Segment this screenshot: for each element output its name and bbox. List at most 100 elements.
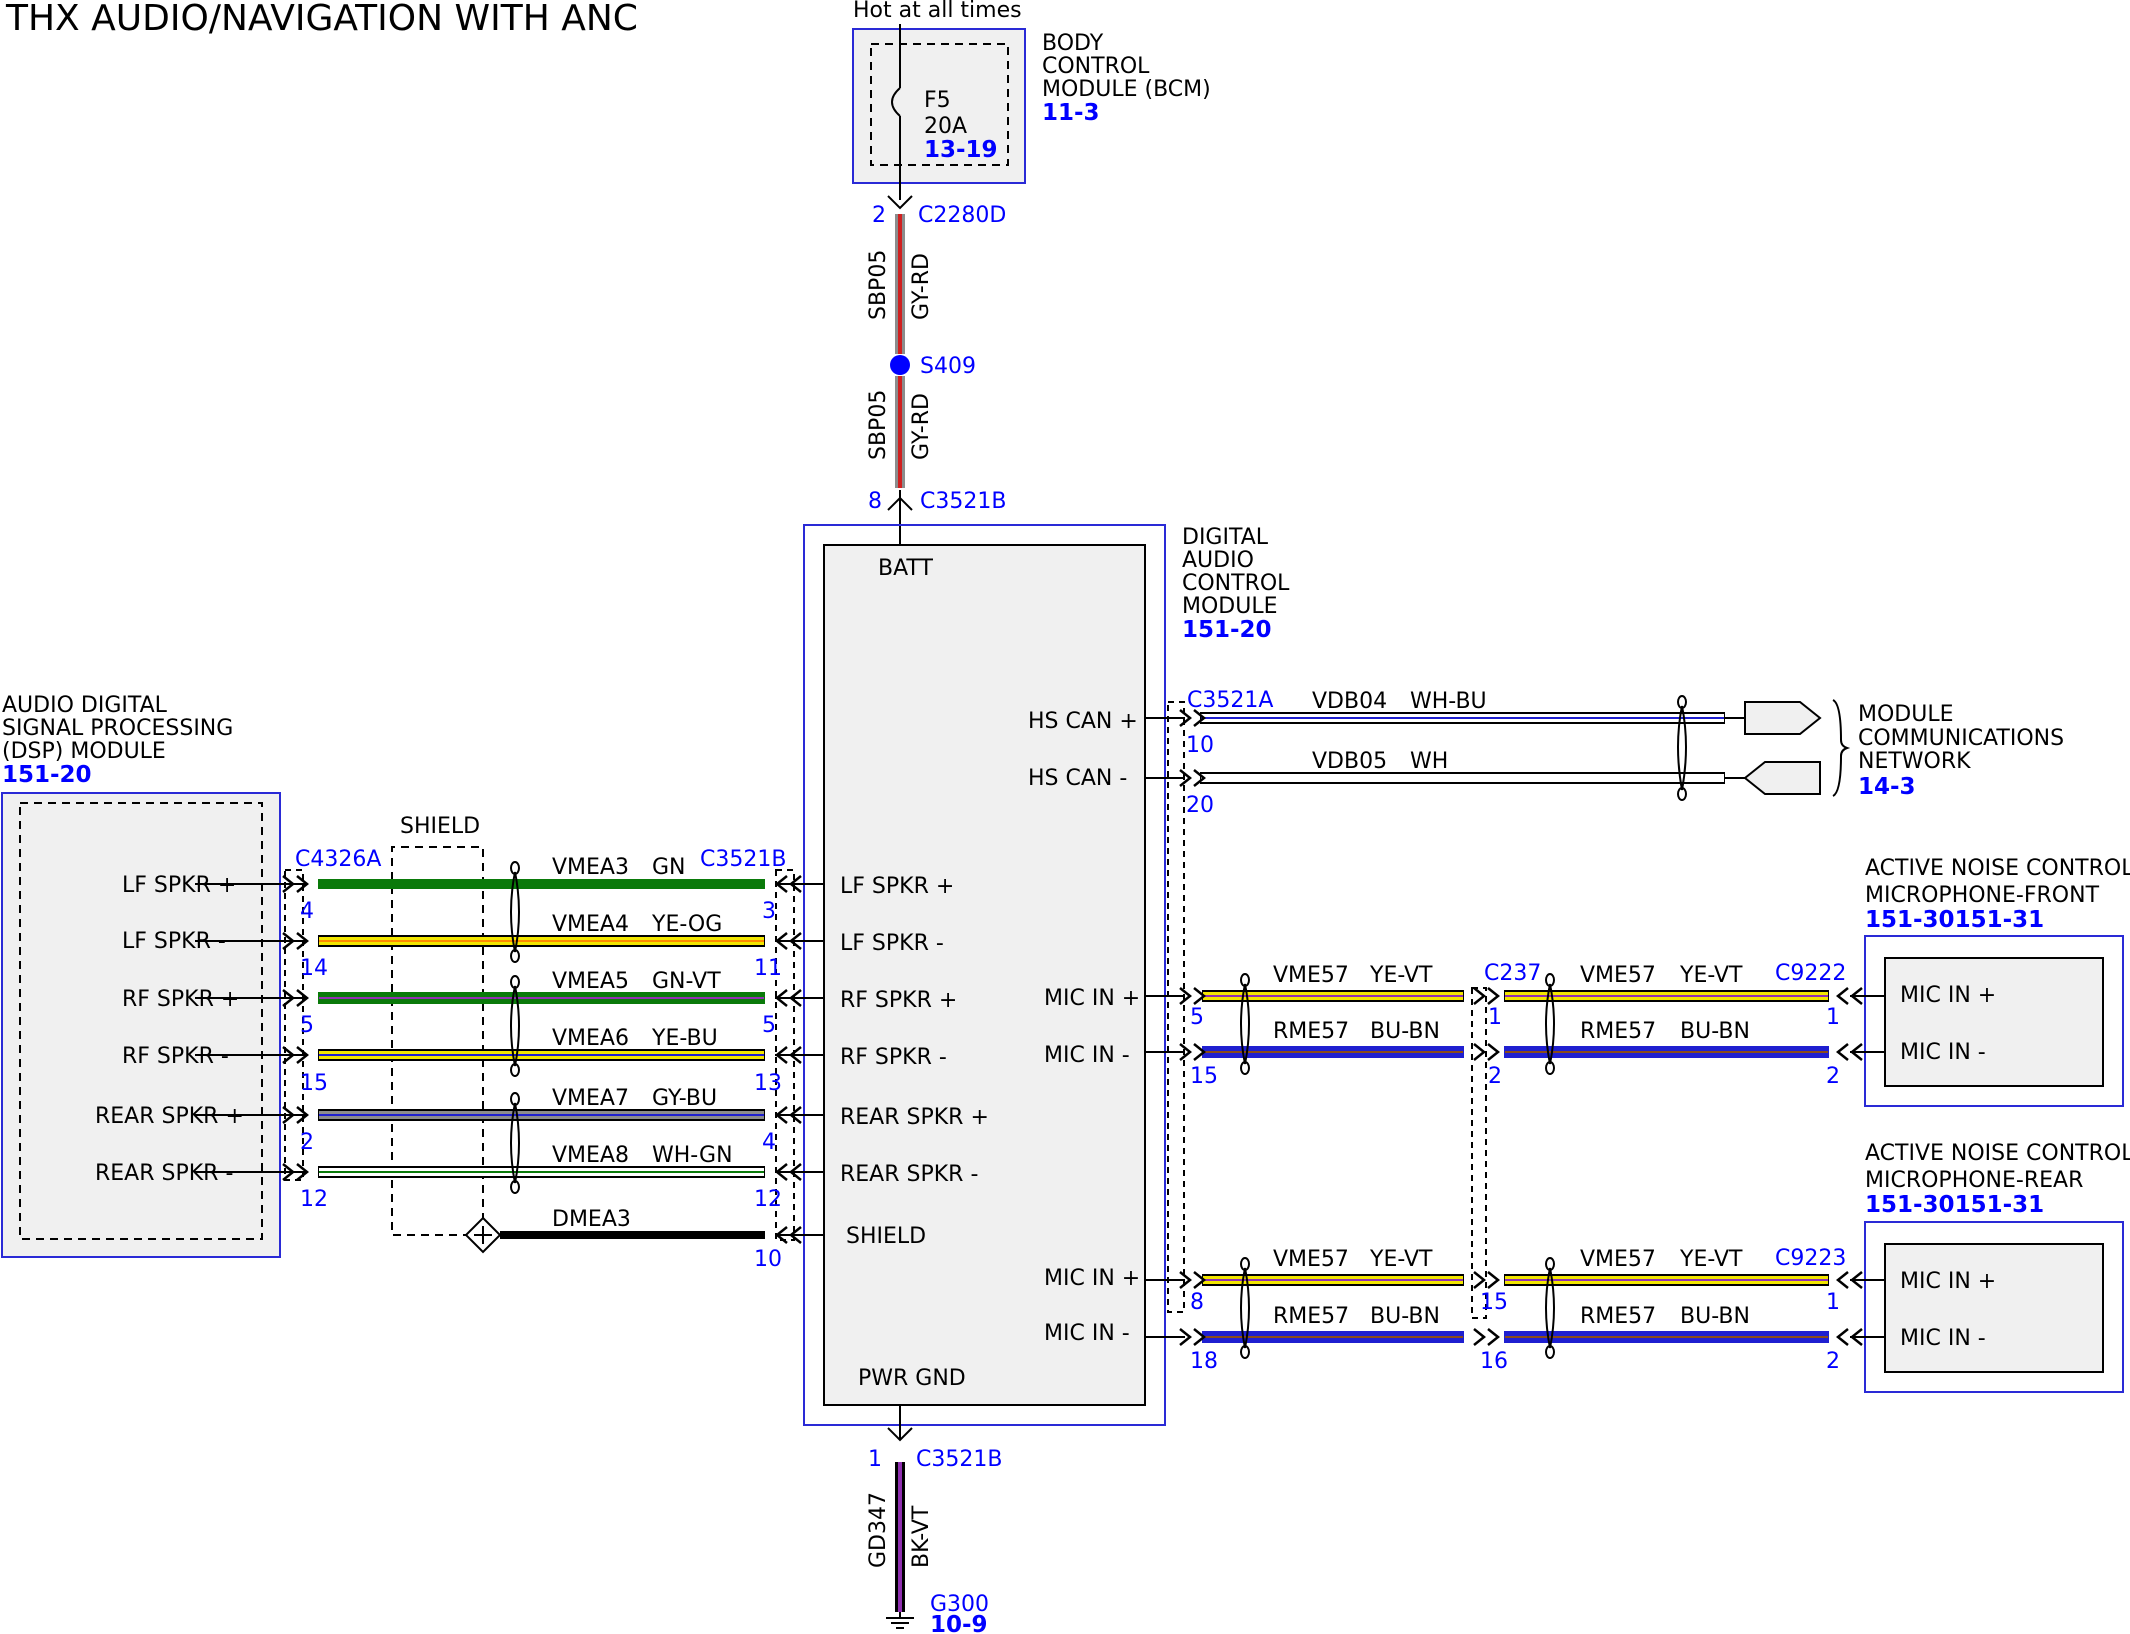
wire-rme57-rear-right[interactable] [1504, 1331, 1885, 1343]
sbp05-upper-color: GY-RD [909, 253, 934, 320]
wire-vmea6[interactable] [225, 1049, 824, 1061]
splice-s409-label: S409 [920, 354, 976, 379]
dmea3-pin-right: 10 [754, 1247, 782, 1272]
bcm-module-box[interactable] [852, 28, 1026, 184]
c9223-pin-minus: 2 [1826, 1349, 1840, 1374]
mic-front-ref[interactable]: 151-30151-31 [1865, 907, 2044, 933]
wire-rme57-front-left[interactable] [1145, 1046, 1464, 1058]
fuse-rating: 20A [924, 114, 967, 139]
wire-vmea5[interactable] [225, 992, 824, 1004]
mic-rear-pin-minus: MIC IN - [1900, 1326, 1986, 1351]
vmea8-pin-right: 12 [754, 1187, 782, 1212]
connector-c3521b-gnd-icon [887, 1427, 913, 1442]
dmea3-circuit: DMEA3 [552, 1207, 631, 1232]
wire-vme57-rear-left[interactable] [1145, 1274, 1464, 1286]
c3521b-batt-name: C3521B [920, 489, 1006, 514]
c3521b-batt-pin: 8 [868, 489, 882, 514]
dacm-pwr-gnd-label: PWR GND [858, 1366, 966, 1391]
wire-vmea3[interactable] [225, 879, 824, 889]
vmea3-circuit: VMEA3 [552, 855, 629, 880]
mic-rear-ref[interactable]: 151-30151-31 [1865, 1192, 2044, 1218]
mic-rear-left-minus-circuit: RME57 [1273, 1304, 1349, 1329]
wire-vdb04[interactable] [1145, 712, 1725, 724]
network-ref[interactable]: 14-3 [1858, 774, 1916, 800]
wire-dmea3[interactable] [500, 1231, 824, 1239]
vmea7-circuit: VMEA7 [552, 1086, 629, 1111]
mic-rear-right-plus-color: YE-VT [1679, 1247, 1743, 1272]
mic-rear-pin-plus: MIC IN + [1900, 1269, 1996, 1294]
vdb05-color: WH [1410, 749, 1448, 774]
mic-front-right-minus-circuit: RME57 [1580, 1019, 1656, 1044]
g300-ref[interactable]: 10-9 [930, 1612, 988, 1634]
mic-rear-label-line2: MICROPHONE-REAR [1865, 1168, 2083, 1193]
c237-rear-pin-plus: 15 [1480, 1290, 1508, 1315]
dsp-label-line2: SIGNAL PROCESSING [2, 716, 233, 741]
dacm-inner-box [823, 544, 1146, 1406]
wire-vme57-front-right[interactable] [1504, 990, 1885, 1002]
vmea5-color: GN-VT [652, 969, 721, 994]
shield-outline [391, 846, 485, 1236]
wire-gd347[interactable] [895, 1462, 905, 1612]
wire-sbp05-upper[interactable] [895, 214, 905, 354]
vmea4-pin-left: 14 [300, 956, 328, 981]
twisted-pair-icon [1677, 695, 1687, 801]
dacm-outer-box[interactable] [803, 524, 1166, 1426]
wire-vmea7[interactable] [225, 1109, 824, 1121]
vmea5-pin-right: 5 [762, 1013, 776, 1038]
fuse-ref[interactable]: 13-19 [924, 137, 998, 163]
dacm-label-line2: AUDIO [1182, 548, 1254, 573]
network-label-line3: NETWORK [1858, 749, 1971, 774]
wire-sbp05-lower[interactable] [895, 376, 905, 488]
gd347-circuit: GD347 [866, 1492, 891, 1568]
hot-at-all-times-label: Hot at all times [853, 0, 1022, 23]
vmea4-circuit: VMEA4 [552, 912, 629, 937]
wire-rme57-rear-left[interactable] [1145, 1331, 1464, 1343]
wire-vmea4[interactable] [225, 935, 824, 947]
dacm-label-line3: CONTROL [1182, 571, 1290, 596]
mic-front-left-minus-circuit: RME57 [1273, 1019, 1349, 1044]
dsp-module-box[interactable] [1, 792, 281, 1258]
connector-c2280d-icon [887, 195, 913, 210]
c2280d-pin: 2 [872, 203, 886, 228]
wire-vdb05[interactable] [1145, 772, 1725, 784]
mic-front-right-plus-color: YE-VT [1679, 963, 1743, 988]
vmea6-circuit: VMEA6 [552, 1026, 629, 1051]
vmea7-pin-right: 4 [762, 1130, 776, 1155]
dacm-rear-spkr-plus: REAR SPKR + [840, 1105, 989, 1130]
vmea3-color: GN [652, 855, 686, 880]
vdb04-pin: 10 [1186, 733, 1214, 758]
c2280d-name: C2280D [918, 203, 1006, 228]
splice-s409-icon[interactable] [890, 355, 910, 375]
mic-rear-label-line1: ACTIVE NOISE CONTROL [1865, 1141, 2130, 1166]
twisted-pair-icon [1240, 1257, 1555, 1359]
c9222-pin-minus: 2 [1826, 1064, 1840, 1089]
connector-arrow-icons [282, 875, 802, 1244]
mic-rear-right-minus-circuit: RME57 [1580, 1304, 1656, 1329]
mic-rear-inner-box [1884, 1243, 2104, 1373]
dacm-ref[interactable]: 151-20 [1182, 617, 1272, 643]
dacm-shield-pin: SHIELD [846, 1224, 926, 1249]
bcm-label-line3: MODULE (BCM) [1042, 77, 1211, 102]
wire-vme57-front-left[interactable] [1145, 990, 1464, 1002]
vdb04-color: WH-BU [1410, 689, 1487, 714]
bcm-ref[interactable]: 11-3 [1042, 100, 1100, 126]
ground-icon [886, 1612, 914, 1629]
shield-label: SHIELD [400, 814, 480, 839]
mic-front-label-line1: ACTIVE NOISE CONTROL [1865, 856, 2130, 881]
dacm-lf-spkr-minus: LF SPKR - [840, 931, 944, 956]
mic-rear-outer-box[interactable] [1864, 1221, 2124, 1393]
wire-vmea8[interactable] [225, 1166, 824, 1178]
dsp-rear-spkr-plus: REAR SPKR + [95, 1104, 244, 1129]
wire-rme57-front-right[interactable] [1504, 1046, 1885, 1058]
network-connector-icon [1744, 701, 1822, 735]
dacm-rf-spkr-plus: RF SPKR + [840, 988, 957, 1013]
dacm-lf-spkr-plus: LF SPKR + [840, 874, 954, 899]
g300-label: G300 [930, 1592, 989, 1617]
dsp-ref[interactable]: 151-20 [2, 762, 92, 788]
mic-front-pin-plus: MIC IN + [1900, 983, 1996, 1008]
gd347-color: BK-VT [909, 1505, 934, 1568]
wire-vme57-rear-right[interactable] [1504, 1274, 1885, 1286]
mic-rear-left-plus-color: YE-VT [1369, 1247, 1433, 1272]
mic-front-outer-box[interactable] [1864, 935, 2124, 1107]
